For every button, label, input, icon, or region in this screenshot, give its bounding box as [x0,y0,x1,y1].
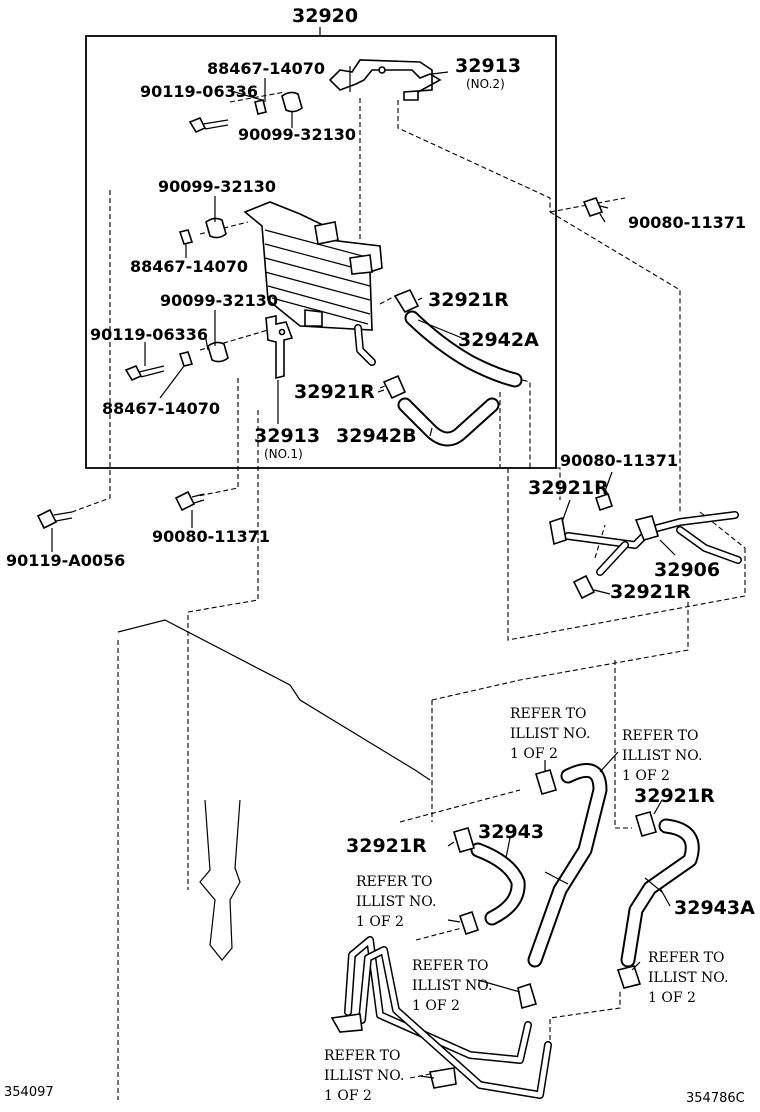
hoses-32942 [397,310,523,447]
label-clamp-4: 32921R [610,581,691,603]
label-32920: 32920 [292,5,358,27]
refer-note-1: REFER TO ILLIST NO. 1 OF 2 [510,706,590,762]
clamps-top [382,288,420,400]
label-corner-right: 354786C [686,1091,745,1106]
svg-text:1 OF 2: 1 OF 2 [412,998,460,1014]
label-hose-b: 32942B [336,425,417,447]
label-32913-no1-sub: (NO.1) [264,447,303,461]
svg-text:REFER TO: REFER TO [324,1048,401,1064]
bottom-pipes [330,936,552,1099]
label-clamp-5: 32921R [634,785,715,807]
pipe-32906 [549,511,742,600]
label-bolt-b: 90119-06336 [90,325,208,344]
vehicle-body-outline [117,619,431,1100]
label-clamp-6: 32921R [346,835,427,857]
svg-text:1 OF 2: 1 OF 2 [324,1088,372,1104]
bracket-no2 [328,59,442,101]
svg-text:ILLIST NO.: ILLIST NO. [648,970,728,986]
svg-text:REFER TO: REFER TO [622,728,699,744]
refer-note-6: REFER TO ILLIST NO. 1 OF 2 [324,1048,404,1104]
label-clamp-1: 32921R [428,289,509,311]
refer-note-4: REFER TO ILLIST NO. 1 OF 2 [412,958,492,1014]
label-washer-b: 88467-14070 [130,257,248,276]
svg-text:ILLIST NO.: ILLIST NO. [622,748,702,764]
label-bush-a: 90099-32130 [238,125,356,144]
label-clamp-3: 32921R [528,477,609,499]
label-bolt-left-far: 90119-A0056 [6,551,125,570]
svg-text:ILLIST NO.: ILLIST NO. [356,894,436,910]
fasteners-inside [124,91,303,382]
svg-text:REFER TO: REFER TO [648,950,725,966]
clamps-bottom [453,769,657,1010]
assembly-frame [85,35,557,469]
svg-text:ILLIST NO.: ILLIST NO. [412,978,492,994]
svg-text:1 OF 2: 1 OF 2 [648,990,696,1006]
refer-note-5: REFER TO ILLIST NO. 1 OF 2 [648,950,728,1006]
label-bolt-mid-right: 90080-11371 [560,451,678,470]
svg-text:1 OF 2: 1 OF 2 [356,914,404,930]
label-32913-no2-sub: (NO.2) [466,77,505,91]
lower-hoses [470,762,700,968]
svg-text:REFER TO: REFER TO [356,874,433,890]
svg-text:1 OF 2: 1 OF 2 [622,768,670,784]
label-32906: 32906 [654,559,720,581]
svg-text:REFER TO: REFER TO [412,958,489,974]
label-hose-a: 32942A [458,329,539,351]
label-bolt-a: 90119-06336 [140,82,258,101]
label-corner-left: 354097 [4,1085,54,1100]
label-bush-c: 90099-32130 [160,291,278,310]
label-bush-b: 90099-32130 [158,177,276,196]
svg-text:ILLIST NO.: ILLIST NO. [510,726,590,742]
oil-cooler [243,201,383,366]
label-32943: 32943 [478,821,544,843]
label-bolt-left-mid: 90080-11371 [152,527,270,546]
svg-text:ILLIST NO.: ILLIST NO. [324,1068,404,1084]
label-32913-no2: 32913 [455,55,521,77]
label-washer-c: 88467-14070 [102,399,220,418]
label-bolt-right-top: 90080-11371 [628,213,746,232]
svg-text:1 OF 2: 1 OF 2 [510,746,558,762]
label-clamp-2: 32921R [294,381,375,403]
labels: 32920 32913 (NO.2) 88467-14070 90119-063… [4,5,755,1106]
label-32943a: 32943A [674,897,755,919]
svg-text:REFER TO: REFER TO [510,706,587,722]
refer-note-3: REFER TO ILLIST NO. 1 OF 2 [356,874,436,930]
solid-leaders [51,27,676,1079]
label-washer-a: 88467-14070 [207,59,325,78]
fasteners-outside [36,197,614,530]
label-32913-no1: 32913 [254,425,320,447]
bracket-no1 [265,315,294,380]
refer-note-2: REFER TO ILLIST NO. 1 OF 2 [622,728,702,784]
